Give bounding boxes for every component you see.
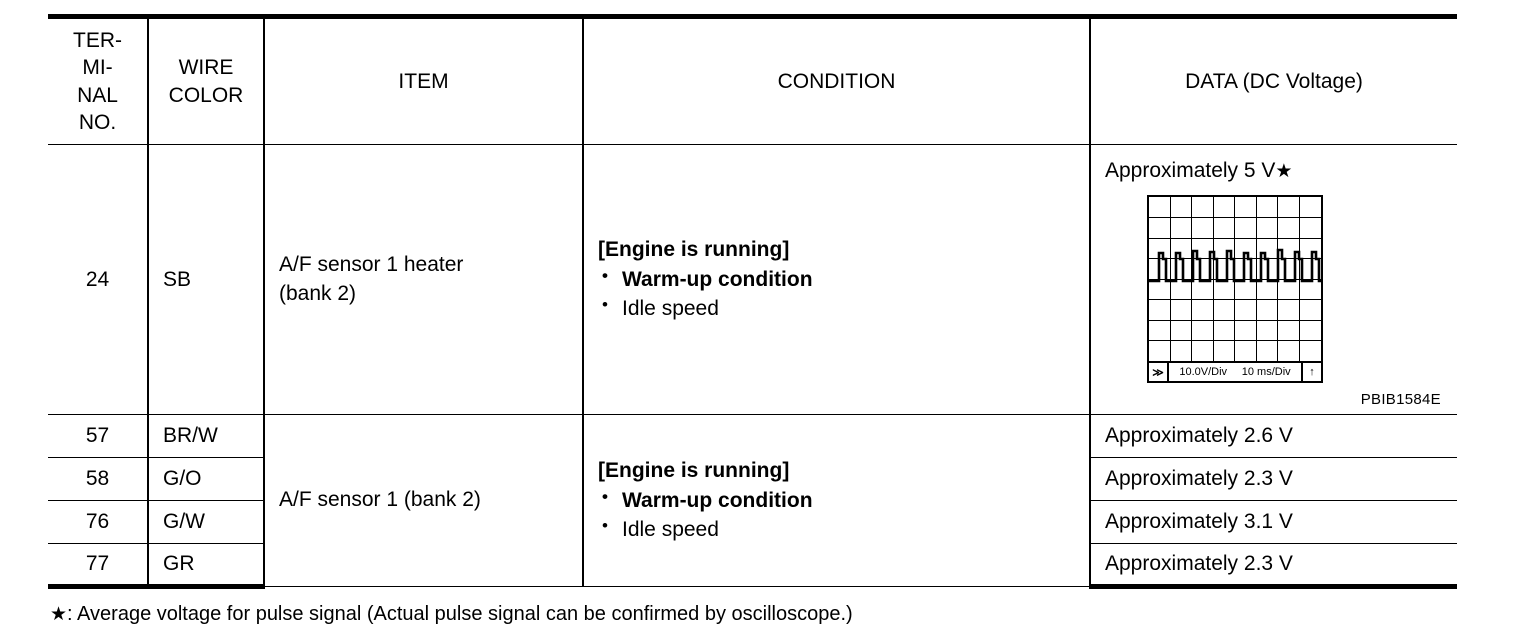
wire-color-77-value: GR — [163, 552, 195, 575]
wire-color-76-value: G/W — [163, 510, 205, 533]
condition-group2-heading: [Engine is running] — [598, 458, 790, 482]
header-item-label: ITEM — [398, 69, 449, 93]
item-24-line-1: A/F sensor 1 heater — [279, 253, 464, 277]
header-wire-color-line-1: WIRE — [178, 56, 234, 80]
cell-item-group2: A/F sensor 1 (bank 2) — [263, 414, 584, 587]
data-77-value: Approximately 2.3 V — [1105, 552, 1293, 575]
header-item: ITEM — [263, 14, 584, 145]
oscilloscope-figure: ≫ 10.0V/Div 10 ms/Div ↑ — [1147, 195, 1323, 383]
terminal-no-58-value: 58 — [85, 467, 110, 490]
table-row-terminal-57: 57 BR/W A/F sensor 1 (bank 2) [Engine is… — [48, 414, 1457, 587]
wire-color-58-value: G/O — [163, 467, 202, 490]
footnote: ★: Average voltage for pulse signal (Act… — [50, 603, 853, 626]
data-24-caption-text: Approximately 5 V — [1105, 159, 1276, 182]
condition-24-bullet-1: Warm-up condition — [598, 264, 1075, 295]
header-condition-label: CONDITION — [777, 69, 896, 93]
condition-24-bullet-2: Idle speed — [598, 293, 1075, 324]
oscilloscope-settings-bar: ≫ 10.0V/Div 10 ms/Div ↑ — [1147, 363, 1323, 383]
fast-forward-icon[interactable]: ≫ — [1149, 363, 1169, 381]
terminal-spec-table: TER- MI- NAL NO. WIRE COLOR ITEM — [48, 14, 1457, 589]
terminal-no-24-value: 24 — [85, 267, 110, 291]
table-row-terminal-58: 58 G/O Approximately 2.3 V — [48, 457, 1457, 501]
cell-data-24: Approximately 5 V★ — [1089, 144, 1457, 415]
cell-terminal-no-58: 58 — [48, 457, 149, 501]
item-24-line-2: (bank 2) — [279, 281, 357, 305]
figure-reference: PBIB1584E — [1360, 391, 1441, 408]
table-row-terminal-76: 76 G/W Approximately 3.1 V — [48, 500, 1457, 544]
cell-wire-color-76: G/W — [147, 500, 265, 544]
trigger-up-arrow-icon[interactable]: ↑ — [1301, 363, 1321, 381]
oscilloscope-screen — [1147, 195, 1323, 363]
cell-data-77: Approximately 2.3 V — [1089, 543, 1457, 589]
condition-group2-bullet-2: Idle speed — [598, 514, 1075, 545]
terminal-no-76-value: 76 — [85, 510, 110, 533]
scope-time-per-div: 10 ms/Div — [1241, 366, 1291, 378]
footnote-star-icon: ★ — [50, 604, 68, 625]
cell-terminal-no-76: 76 — [48, 500, 149, 544]
cell-wire-color-57: BR/W — [147, 414, 265, 458]
table-row-terminal-77: 77 GR Approximately 2.3 V — [48, 543, 1457, 589]
star-footnote-marker-icon: ★ — [1275, 161, 1293, 182]
header-terminal-no: TER- MI- NAL NO. — [48, 14, 149, 145]
header-terminal-no-line-1: TER- — [73, 28, 122, 52]
table-header-row: TER- MI- NAL NO. WIRE COLOR ITEM — [48, 14, 1457, 145]
cell-condition-group2: [Engine is running] Warm-up condition Id… — [582, 414, 1091, 587]
data-57-value: Approximately 2.6 V — [1105, 424, 1293, 447]
cell-wire-color-58: G/O — [147, 457, 265, 501]
header-data-label: DATA (DC Voltage) — [1185, 69, 1363, 93]
terminal-no-57-value: 57 — [85, 424, 110, 447]
condition-24-bullet-list: Warm-up condition Idle speed — [598, 264, 1075, 325]
cell-wire-color-24: SB — [147, 144, 265, 415]
wire-color-24-value: SB — [163, 267, 192, 291]
header-data: DATA (DC Voltage) — [1089, 14, 1457, 145]
header-condition: CONDITION — [582, 14, 1091, 145]
cell-data-76: Approximately 3.1 V — [1089, 500, 1457, 544]
footnote-text: : Average voltage for pulse signal (Actu… — [67, 603, 853, 625]
scope-volts-per-div: 10.0V/Div — [1179, 366, 1228, 378]
data-76-value: Approximately 3.1 V — [1105, 510, 1293, 533]
oscilloscope-waveform — [1149, 197, 1321, 361]
table-row-terminal-24: 24 SB A/F sensor 1 heater (bank 2) [Engi… — [48, 144, 1457, 415]
header-terminal-no-line-3: NAL — [77, 83, 118, 107]
data-24-caption-wrap: Approximately 5 V★ — [1105, 159, 1443, 183]
terminal-no-77-value: 77 — [85, 552, 110, 575]
cell-item-24: A/F sensor 1 heater (bank 2) — [263, 144, 584, 415]
header-terminal-no-line-4: NO. — [78, 110, 117, 134]
condition-24-heading: [Engine is running] — [598, 237, 790, 261]
data-58-value: Approximately 2.3 V — [1105, 467, 1293, 490]
cell-wire-color-77: GR — [147, 543, 265, 589]
cell-data-58: Approximately 2.3 V — [1089, 457, 1457, 501]
cell-terminal-no-24: 24 — [48, 144, 149, 415]
header-wire-color: WIRE COLOR — [147, 14, 265, 145]
condition-group2-bullet-list: Warm-up condition Idle speed — [598, 485, 1075, 546]
cell-condition-24: [Engine is running] Warm-up condition Id… — [582, 144, 1091, 415]
wire-color-57-value: BR/W — [163, 424, 218, 447]
cell-terminal-no-57: 57 — [48, 414, 149, 458]
header-terminal-no-line-2: MI- — [82, 56, 113, 80]
cell-terminal-no-77: 77 — [48, 543, 149, 589]
condition-group2-bullet-1: Warm-up condition — [598, 485, 1075, 516]
header-wire-color-line-2: COLOR — [168, 83, 244, 107]
item-group2-value: A/F sensor 1 (bank 2) — [279, 488, 481, 512]
cell-data-57: Approximately 2.6 V — [1089, 414, 1457, 458]
